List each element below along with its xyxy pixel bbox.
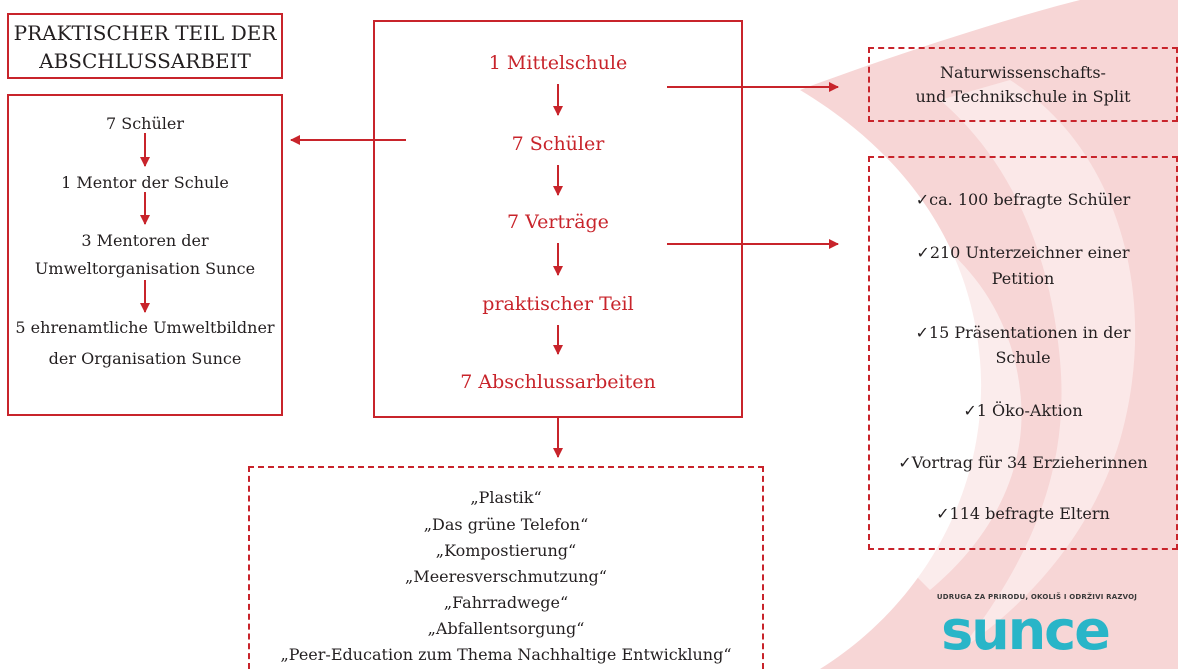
school-line-1: Naturwissenschafts- [940,63,1106,82]
school-line-2: und Technikschule in Split [915,87,1131,106]
result-petition-line-2: Petition [991,269,1055,288]
sunce-logo: sunce [941,599,1111,662]
process-step-practical-part: praktischer Teil [482,293,634,315]
result-presentations-line-2: Schule [995,348,1051,367]
process-step-theses: 7 Abschlussarbeiten [460,371,656,393]
topic-bike-paths: „Fahrradwege“ [443,593,569,612]
topic-sea-pollution: „Meeresverschmutzung“ [405,567,607,586]
topic-plastic: „Plastik“ [470,488,542,507]
results-box: ✓ca. 100 befragte Schüler ✓210 Unterzeic… [868,156,1178,550]
result-presentations-line-1: ✓15 Präsentationen in der [915,323,1131,342]
result-lecture: ✓Vortrag für 34 Erzieherinnen [898,453,1148,472]
participants-sunce-mentors-line-1: 3 Mentoren der [81,231,209,250]
topic-waste-disposal: „Abfallentsorgung“ [427,619,585,638]
participants-volunteers-line-1: 5 ehrenamtliche Umweltbildner [15,318,275,337]
result-eco-action: ✓1 Öko-Aktion [963,401,1083,420]
title-box: PRAKTISCHER TEIL DER ABSCHLUSSARBEIT [7,13,283,79]
topic-green-phone: „Das grüne Telefon“ [423,515,589,534]
title-line-2: ABSCHLUSSARBEIT [39,49,251,73]
participants-sunce-mentors-line-2: Umweltorganisation Sunce [34,259,256,278]
title-line-1: PRAKTISCHER TEIL DER [13,21,277,45]
topic-composting: „Kompostierung“ [435,541,577,560]
logo-tagline: UDRUGA ZA PRIRODU, OKOLIŠ I ODRŽIVI RAZV… [936,593,1138,601]
result-surveyed-students: ✓ca. 100 befragte Schüler [915,190,1131,209]
process-box: 1 Mittelschule 7 Schüler 7 Verträge prak… [373,20,743,418]
participants-school-mentor: 1 Mentor der Schule [61,173,229,192]
participants-students: 7 Schüler [105,114,185,133]
participants-box: 7 Schüler 1 Mentor der Schule 3 Mentoren… [7,94,283,416]
process-step-school: 1 Mittelschule [488,52,628,74]
participants-volunteers-line-2: der Organisation Sunce [48,349,242,368]
topics-box: „Plastik“ „Das grüne Telefon“ „Kompostie… [248,466,764,669]
school-box: Naturwissenschafts- und Technikschule in… [868,47,1178,122]
result-petition-line-1: ✓210 Unterzeichner einer [916,243,1130,262]
process-step-contracts: 7 Verträge [507,211,609,233]
result-surveyed-parents: ✓114 befragte Eltern [936,504,1110,523]
process-step-students: 7 Schüler [511,133,605,155]
topic-peer-education: „Peer-Education zum Thema Nachhaltige En… [280,645,732,664]
